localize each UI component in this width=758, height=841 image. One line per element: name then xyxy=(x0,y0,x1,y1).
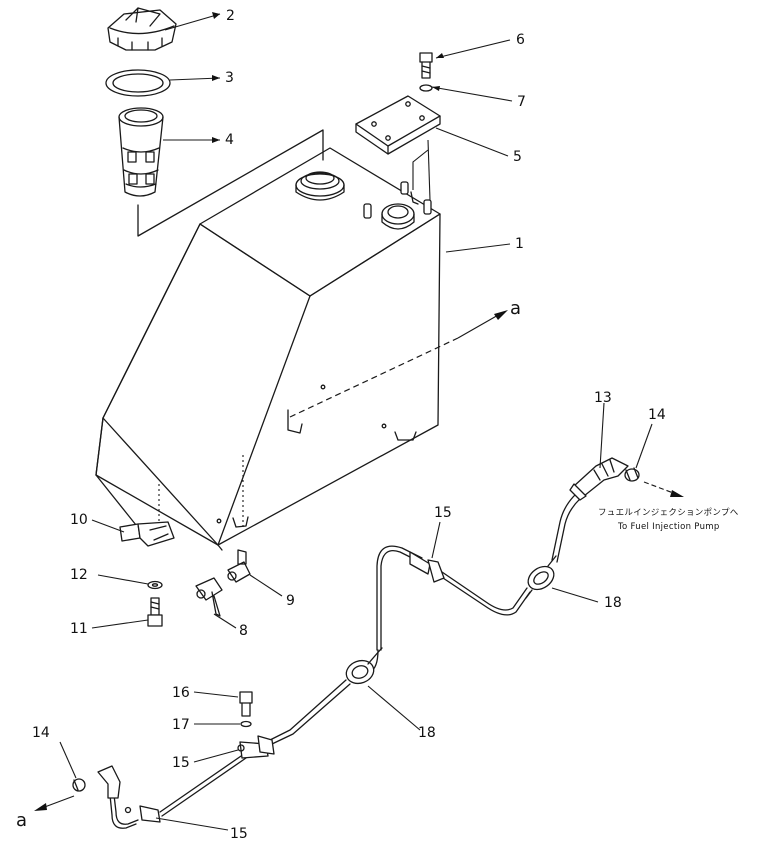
reference-a-top: a xyxy=(510,298,521,319)
mounting-bracket xyxy=(119,521,175,547)
clamp-15-lower xyxy=(124,805,161,823)
washer-12 xyxy=(147,580,163,590)
callout-2: 2 xyxy=(226,8,235,24)
washer-7 xyxy=(419,84,433,92)
clamp-15-middle xyxy=(237,735,275,759)
callout-3: 3 xyxy=(225,70,234,86)
callout-8: 8 xyxy=(239,623,248,639)
callout-6: 6 xyxy=(516,32,525,48)
callout-7: 7 xyxy=(517,94,526,110)
clamp-14-lower xyxy=(72,778,86,792)
callout-13: 13 xyxy=(594,390,612,406)
destination-note-en: To Fuel Injection Pump xyxy=(617,522,720,532)
callout-1: 1 xyxy=(515,236,524,252)
elbow-hose-lower xyxy=(97,765,121,799)
callout-15-lower: 15 xyxy=(230,826,248,841)
callout-11: 11 xyxy=(70,621,88,637)
callout-labels: 2 3 4 6 7 5 1 13 14 10 15 12 9 18 11 8 1… xyxy=(16,8,739,841)
callout-17: 17 xyxy=(172,717,190,733)
callout-4: 4 xyxy=(225,132,234,148)
callout-16: 16 xyxy=(172,685,190,701)
clamp-14-upper xyxy=(624,467,640,482)
filter-18-right xyxy=(525,555,557,599)
reference-a-bottom: a xyxy=(16,810,27,831)
hose-13 xyxy=(569,457,629,501)
filter-18-middle xyxy=(345,647,383,685)
washer-17 xyxy=(240,720,252,728)
callout-18-right: 18 xyxy=(604,595,622,611)
callout-15-upper: 15 xyxy=(434,505,452,521)
callout-9: 9 xyxy=(286,593,295,609)
bolt-11 xyxy=(147,597,163,627)
filler-cap xyxy=(107,7,177,51)
callout-18-middle: 18 xyxy=(418,725,436,741)
leader-lines xyxy=(34,12,684,831)
callout-14-lower: 14 xyxy=(32,725,50,741)
callout-15-middle: 15 xyxy=(172,755,190,771)
drain-valve xyxy=(195,577,223,617)
callout-10: 10 xyxy=(70,512,88,528)
gasket xyxy=(105,69,171,97)
callout-12: 12 xyxy=(70,567,88,583)
strainer xyxy=(118,107,324,237)
elbow-fitting xyxy=(227,549,251,583)
fuel-tank xyxy=(95,147,459,551)
callout-14-upper: 14 xyxy=(648,407,666,423)
bolt-6 xyxy=(419,52,433,79)
callout-5: 5 xyxy=(513,149,522,165)
destination-note-jp: フュエルインジェクションポンプへ xyxy=(598,508,739,518)
cover-plate xyxy=(355,95,441,201)
bolt-16 xyxy=(239,691,253,717)
fuel-line xyxy=(109,485,592,829)
clamp-15-upper xyxy=(409,551,445,583)
